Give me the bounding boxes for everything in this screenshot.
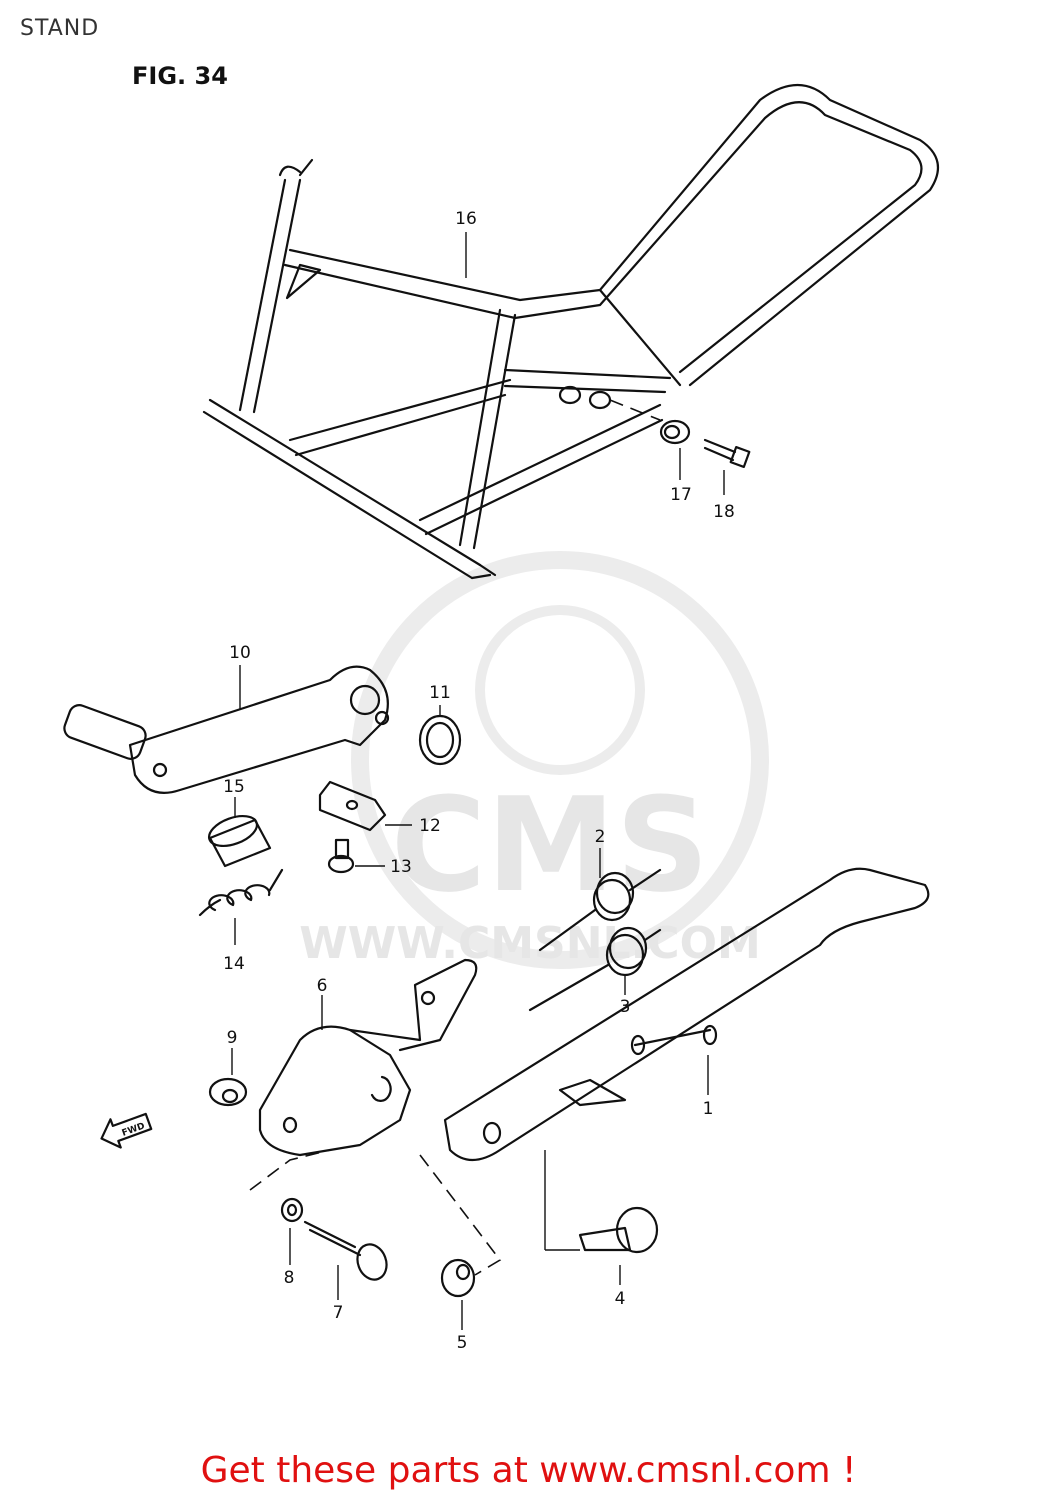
callout-8: 8 [284,1268,295,1288]
callout-15: 15 [223,777,245,797]
callout-10: 10 [229,643,251,663]
part-17-bushing [659,419,691,445]
callout-11: 11 [429,683,451,703]
footer-cmsnl-link[interactable]: Get these parts at www.cmsnl.com ! [200,1450,857,1491]
callout-9: 9 [227,1028,238,1048]
leader-6-7 [249,1149,331,1191]
part-5-nut [440,1258,476,1298]
part-4-pivot-bolt [578,1206,659,1254]
callout-2: 2 [595,827,606,847]
figure-label: FIG. 34 [132,62,228,90]
fwd-arrow: FWD [100,1112,153,1149]
part-7-bolt [303,1220,388,1281]
callout-1: 1 [703,1099,714,1119]
part-18-bolt [703,438,751,469]
page-title: STAND [20,16,100,41]
leader-1-5 [419,1154,502,1276]
callout-4: 4 [615,1289,626,1309]
part-1-side-stand [443,867,930,1162]
callout-13: 13 [390,857,412,877]
watermark-brand: CMS [391,769,709,921]
parts-diagram: CMS WWW.CMSNL.COM [63,83,940,1353]
callout-5: 5 [457,1333,468,1353]
part-6-stand-bracket [258,958,478,1157]
part-12-bracket [318,780,387,832]
part-13-screw [327,838,355,874]
part-11-washer [418,714,462,766]
part-15-spacer [207,814,272,868]
part-2-spring [538,868,662,952]
callout-6: 6 [317,976,328,996]
leader-17-18 [609,399,661,421]
callout-18: 18 [713,502,735,522]
watermark-url: WWW.CMSNL.COM [299,918,761,969]
part-10-stand-lever [63,665,390,794]
callout-3: 3 [620,997,631,1017]
part-16-main-stand-frame [202,83,940,580]
watermark: CMS WWW.CMSNL.COM [299,551,769,969]
callout-7: 7 [333,1303,344,1323]
callout-14: 14 [223,954,245,974]
callout-17: 17 [670,485,692,505]
part-14-spring [198,868,284,917]
callout-12: 12 [419,816,441,836]
callout-16: 16 [455,209,477,229]
part-8-washer [280,1197,304,1223]
part-9-nut [208,1077,248,1107]
